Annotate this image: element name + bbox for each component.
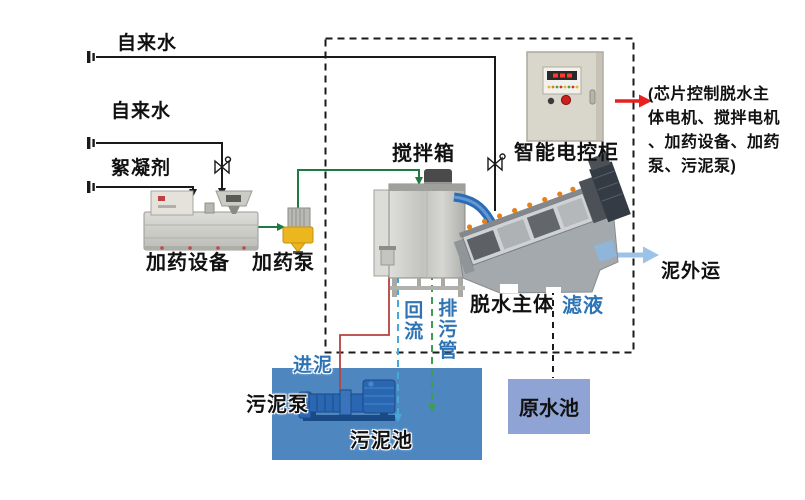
pipe-stub-icons <box>87 51 95 193</box>
label-sludge-out: 泥外运 <box>661 261 722 282</box>
label-mixing-tank: 搅拌箱 <box>392 143 455 165</box>
valve-icon <box>487 153 506 172</box>
mixing-tank-illustration <box>373 169 466 297</box>
dosing-pump-illustration <box>282 207 314 254</box>
dewatering-press-illustration <box>453 152 631 294</box>
label-sludge-pump: 污泥泵 <box>246 394 309 416</box>
control-cabinet-illustration <box>526 51 604 142</box>
chip-control-note: (芯片控制脱水主 体电机、搅拌电机 、加药设备、加药 泵、污泥泵) <box>648 86 781 175</box>
label-tap-water-mid: 自来水 <box>111 101 172 122</box>
sludge-feed-line <box>339 261 393 389</box>
label-raw-water-pool: 原水池 <box>519 398 579 420</box>
valve-icon <box>214 156 232 175</box>
label-dewatering-body: 脱水主体 <box>470 294 554 316</box>
dosing-equipment-illustration <box>143 190 259 251</box>
label-filtrate: 滤液 <box>562 295 604 317</box>
label-reflux: 回流 <box>401 300 423 342</box>
equipment-boundary-dashed-box <box>324 37 635 354</box>
sludge-pump-illustration <box>298 379 396 421</box>
label-sludge-inlet: 进泥 <box>293 355 334 376</box>
tap-water-lines <box>96 56 496 211</box>
label-dosing-pump: 加药泵 <box>252 252 315 274</box>
label-dosing-equipment: 加药设备 <box>146 252 230 274</box>
raw-water-pool-basin <box>508 379 590 434</box>
red-pointer-arrow <box>615 94 652 108</box>
label-control-cabinet: 智能电控柜 <box>514 142 619 164</box>
label-flocculant: 絮凝剂 <box>111 158 172 179</box>
label-sludge-pool: 污泥池 <box>350 430 413 452</box>
label-drain-pipe: 排污管 <box>435 298 457 361</box>
label-tap-water-top: 自来水 <box>117 33 178 54</box>
dosing-flow-lines <box>258 169 423 231</box>
